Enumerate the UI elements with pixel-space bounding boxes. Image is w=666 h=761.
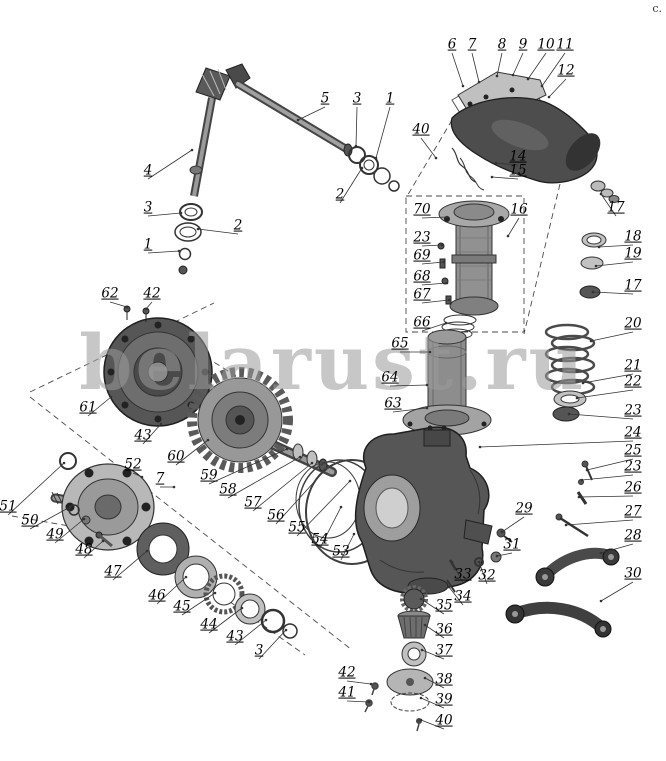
pressure-spring xyxy=(544,323,596,396)
construction-lines xyxy=(11,119,561,656)
drop-shaft-housing xyxy=(402,329,492,436)
corner-note: c. xyxy=(652,2,662,15)
side-cover xyxy=(103,317,213,427)
rod-end-bearings xyxy=(348,146,400,192)
seal-ring-series xyxy=(136,522,298,639)
hub-flange-assembly xyxy=(50,452,155,551)
vertical-shaft-assembly xyxy=(174,67,231,275)
column-fasteners xyxy=(437,242,452,305)
bevel-gear-wheel xyxy=(187,367,337,477)
main-housing xyxy=(295,425,493,595)
bottom-bolts xyxy=(364,682,379,713)
steering-housing-assembly xyxy=(450,71,620,203)
steering-column xyxy=(438,200,510,340)
bottom-gear-parts xyxy=(386,579,456,732)
pitman-arm-upper xyxy=(535,547,620,587)
pitman-arm-lower xyxy=(505,601,612,638)
input-shaft xyxy=(225,63,353,157)
